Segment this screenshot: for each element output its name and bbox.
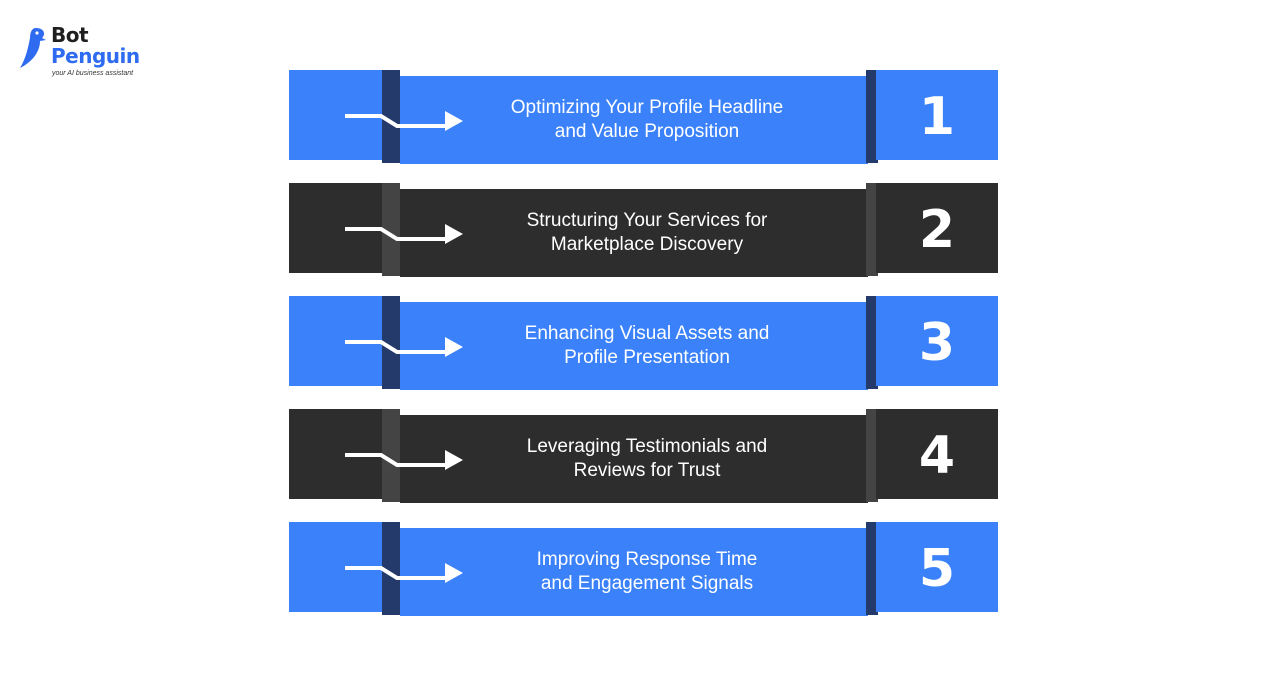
step-band — [400, 76, 868, 164]
arrow-right-icon — [345, 563, 463, 583]
step-2: Structuring Your Services for Marketplac… — [287, 183, 1001, 279]
step-number: 2 — [918, 199, 956, 260]
step-number: 1 — [918, 86, 956, 147]
step-5: Improving Response Time and Engagement S… — [287, 522, 1001, 618]
step-right-panel — [876, 183, 998, 273]
logo-word-penguin: Penguin — [51, 44, 140, 68]
step-4: Leveraging Testimonials and Reviews for … — [287, 409, 1001, 505]
arrow-right-icon — [345, 450, 463, 470]
step-label: Leveraging Testimonials and Reviews for … — [526, 436, 768, 481]
step-right-fold — [866, 70, 878, 163]
step-label: Enhancing Visual Assets and Profile Pres… — [524, 323, 770, 368]
step-right-fold — [866, 522, 878, 615]
step-right-fold — [866, 296, 878, 389]
step-band — [400, 415, 868, 503]
step-label: Structuring Your Services for Marketplac… — [526, 210, 768, 255]
step-right-fold — [866, 183, 878, 276]
step-right-panel — [876, 296, 998, 386]
step-left-fold — [382, 409, 400, 502]
step-right-panel — [876, 70, 998, 160]
step-right-panel — [876, 522, 998, 612]
step-left-fold — [382, 296, 400, 389]
step-right-panel — [876, 409, 998, 499]
step-number: 3 — [918, 312, 956, 373]
step-band — [400, 189, 868, 277]
step-label: Optimizing Your Profile Headline and Val… — [510, 97, 784, 142]
logo-tagline: your AI business assistant — [52, 70, 134, 77]
step-number: 4 — [918, 425, 956, 486]
step-left-fold — [382, 70, 400, 163]
step-right-fold — [866, 409, 878, 502]
step-band — [400, 528, 868, 616]
step-number: 5 — [918, 538, 956, 599]
step-band — [400, 302, 868, 390]
penguin-icon — [20, 28, 46, 68]
step-3: Enhancing Visual Assets and Profile Pres… — [287, 296, 1001, 392]
arrow-right-icon — [345, 224, 463, 244]
step-left-fold — [382, 522, 400, 615]
step-label: Improving Response Time and Engagement S… — [536, 549, 758, 594]
logo-word-bot: Bot — [51, 23, 89, 47]
arrow-right-icon — [345, 111, 463, 131]
arrow-right-icon — [345, 337, 463, 357]
step-1: Optimizing Your Profile Headline and Val… — [287, 70, 1001, 166]
step-left-fold — [382, 183, 400, 276]
brand-logo: Bot Penguin your AI business assistant — [18, 24, 168, 84]
